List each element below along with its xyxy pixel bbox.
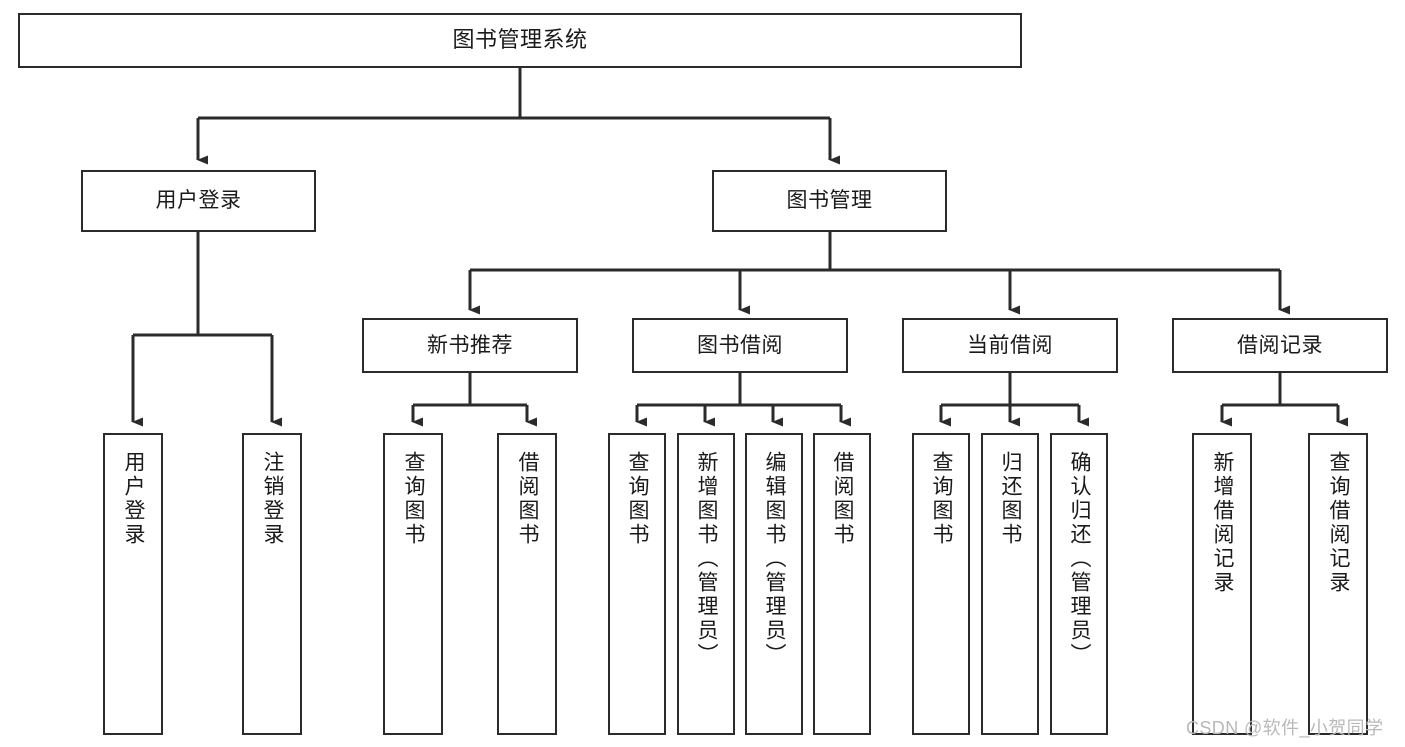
node-label: 新增图书（管理员）	[695, 451, 719, 667]
node-label: 查询图书	[930, 451, 954, 547]
leaf-book-borrow-query-books[interactable]: 查询图书	[608, 433, 666, 735]
node-book-borrow[interactable]: 图书借阅	[632, 318, 848, 373]
node-book-management[interactable]: 图书管理	[712, 170, 947, 232]
node-label: 新书推荐	[427, 333, 513, 357]
node-label: 编辑图书（管理员）	[763, 451, 787, 667]
node-user-login[interactable]: 用户登录	[81, 170, 316, 232]
node-label: 确认归还（管理员）	[1068, 451, 1092, 667]
leaf-borrow-record-query-record[interactable]: 查询借阅记录	[1308, 433, 1368, 735]
node-label: 借阅图书	[516, 451, 540, 547]
leaf-current-borrow-return-books[interactable]: 归还图书	[981, 433, 1039, 735]
node-borrow-record[interactable]: 借阅记录	[1172, 318, 1388, 373]
leaf-user-login-logout[interactable]: 注销登录	[242, 433, 302, 735]
leaf-book-borrow-edit-book-admin[interactable]: 编辑图书（管理员）	[745, 433, 803, 735]
node-label: 注销登录	[261, 451, 285, 547]
node-label: 图书管理	[786, 189, 873, 213]
node-label: 当前借阅	[967, 333, 1053, 357]
node-current-borrow[interactable]: 当前借阅	[902, 318, 1118, 373]
node-label: 用户登录	[122, 451, 146, 547]
leaf-user-login-login[interactable]: 用户登录	[103, 433, 163, 735]
leaf-book-borrow-add-book-admin[interactable]: 新增图书（管理员）	[677, 433, 735, 735]
node-label: 借阅记录	[1237, 333, 1323, 357]
node-root-library-system[interactable]: 图书管理系统	[18, 13, 1022, 68]
node-new-book-recommend[interactable]: 新书推荐	[362, 318, 578, 373]
node-label: 查询图书	[402, 451, 426, 547]
leaf-new-book-borrow-books[interactable]: 借阅图书	[497, 433, 557, 735]
leaf-book-borrow-borrow-books[interactable]: 借阅图书	[813, 433, 871, 735]
node-label: 新增借阅记录	[1211, 451, 1235, 595]
node-label: 归还图书	[999, 451, 1023, 547]
node-label: 图书借阅	[697, 333, 783, 357]
node-label: 查询借阅记录	[1327, 451, 1351, 595]
leaf-current-borrow-confirm-return-admin[interactable]: 确认归还（管理员）	[1050, 433, 1108, 735]
csdn-watermark: CSDN @软件_小贺同学	[1186, 718, 1384, 738]
node-label: 查询图书	[626, 451, 650, 547]
leaf-current-borrow-query-books[interactable]: 查询图书	[912, 433, 970, 735]
node-label: 用户登录	[155, 189, 242, 213]
node-label: 借阅图书	[831, 451, 855, 547]
leaf-borrow-record-add-record[interactable]: 新增借阅记录	[1192, 433, 1252, 735]
node-label: 图书管理系统	[452, 27, 588, 53]
leaf-new-book-query-books[interactable]: 查询图书	[383, 433, 443, 735]
